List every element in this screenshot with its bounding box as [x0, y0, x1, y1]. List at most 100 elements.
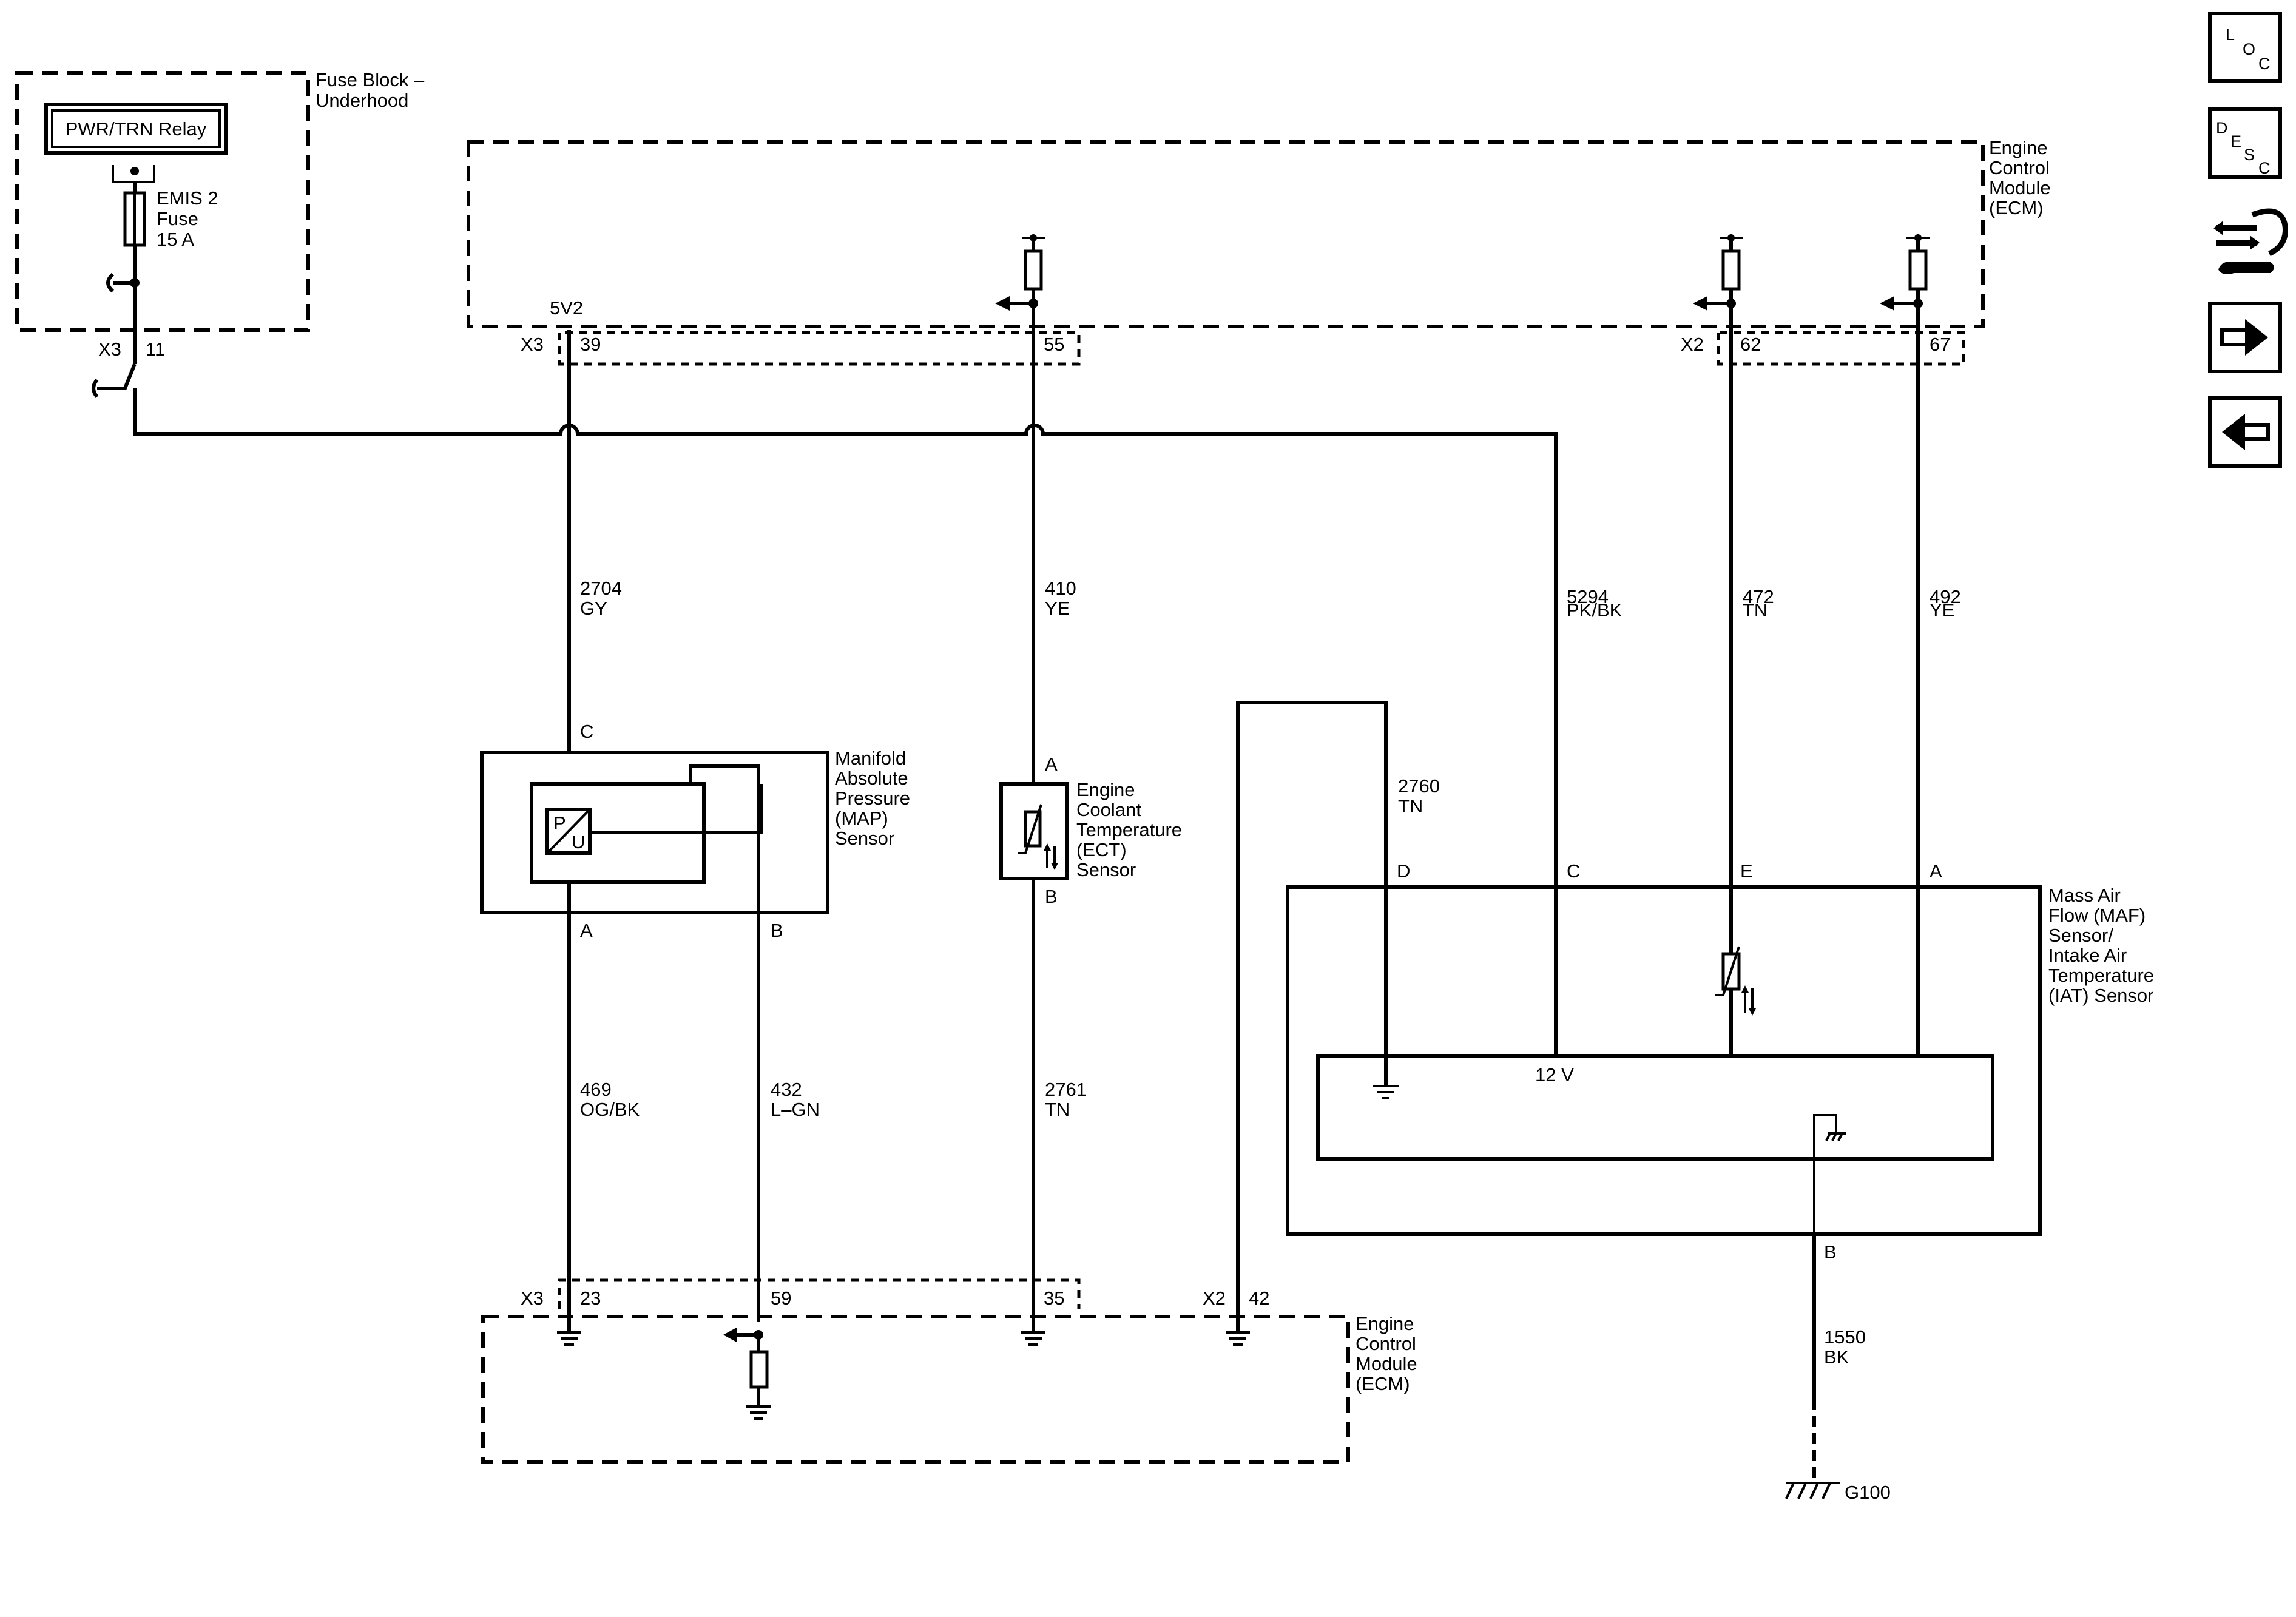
maf-pin-e: E — [1740, 860, 1753, 882]
emis2-fuse: EMIS 2 Fuse 15 A — [112, 165, 218, 283]
wire-410-circuit: 410 — [1045, 578, 1076, 599]
ecm-pullup-62 — [1693, 234, 1743, 311]
map-pin-a: A — [580, 920, 593, 941]
ecm-bottom-pin-42: 42 — [1249, 1288, 1269, 1309]
feed-wire — [133, 388, 1558, 1056]
map-name-5: Sensor — [835, 828, 894, 849]
ecm-top-pin-62: 62 — [1740, 334, 1761, 355]
arrow-left-icon — [2222, 414, 2270, 450]
wire-2761-circuit: 2761 — [1045, 1079, 1087, 1100]
ect-name-1: Engine — [1076, 779, 1135, 800]
loc-o: O — [2243, 40, 2255, 58]
loc-l: L — [2226, 25, 2235, 44]
wire-469-circuit: 469 — [580, 1079, 612, 1100]
ect-name-5: Sensor — [1076, 859, 1136, 880]
fuse-connector-label: X3 — [98, 339, 121, 360]
ect-name-2: Coolant — [1076, 799, 1141, 820]
wire-5294-color: PK/BK — [1567, 599, 1622, 621]
ecm-top-title-3: Module — [1989, 177, 2051, 198]
loc-button[interactable]: L O C — [2208, 12, 2282, 83]
wire-2760-color: TN — [1398, 795, 1423, 817]
relay-label: PWR/TRN Relay — [66, 118, 207, 140]
ecm-pullup-67 — [1880, 234, 1930, 311]
ecm-bottom-title-3: Module — [1356, 1353, 1417, 1374]
maf-name-1: Mass Air — [2048, 885, 2121, 906]
ecm-bottom-title-1: Engine — [1356, 1313, 1414, 1334]
map-name-2: Absolute — [835, 768, 908, 789]
wire-2704-color: GY — [580, 598, 607, 619]
ect-thermistor-symbol — [1018, 804, 1058, 870]
ecm-bottom-title-2: Control — [1356, 1333, 1416, 1354]
arrow-right-icon — [2220, 319, 2268, 356]
next-page-button[interactable] — [2208, 302, 2282, 373]
fuse-name: EMIS 2 — [157, 187, 218, 209]
ecm-top-pin-67: 67 — [1930, 334, 1950, 355]
wire-472-color: TN — [1743, 599, 1768, 621]
maf-name-4: Intake Air — [2048, 945, 2127, 966]
previous-page-button[interactable] — [2208, 396, 2282, 468]
map-symbol-p: P — [553, 812, 566, 834]
ecm-ground-35-icon — [1021, 1322, 1045, 1346]
fuse-block-subtitle: Underhood — [316, 90, 408, 111]
connector-view-button[interactable] — [2213, 208, 2288, 274]
ecm-bottom-pin-23: 23 — [580, 1288, 601, 1309]
ecm-top-title-4: (ECM) — [1989, 197, 2044, 218]
ect-name-3: Temperature — [1076, 819, 1182, 840]
wire-492-circuit: 492 — [1930, 586, 1961, 607]
fuse-pin-label: 11 — [146, 339, 165, 360]
map-pin-b: B — [771, 920, 783, 941]
wire-469-color: OG/BK — [580, 1099, 640, 1120]
desc-e: E — [2230, 132, 2241, 150]
ecm-pulldown-59 — [723, 1328, 771, 1420]
ecm-top-connector-x2: X2 — [1681, 334, 1704, 355]
ecm-bottom-pin-59: 59 — [771, 1288, 791, 1309]
ect-name-4: (ECT) — [1076, 839, 1127, 860]
loc-c: C — [2258, 55, 2271, 73]
desc-button[interactable]: D E S C — [2208, 107, 2282, 179]
wire-1550-color: BK — [1824, 1346, 1849, 1368]
ect-pin-b: B — [1045, 886, 1058, 907]
maf-pin-a: A — [1930, 860, 1942, 882]
wire-5294-circuit: 5294 — [1567, 586, 1609, 607]
pwr-trn-relay: PWR/TRN Relay — [44, 103, 228, 155]
desc-d: D — [2216, 119, 2228, 137]
g100-ground-icon — [1785, 1482, 1840, 1499]
wire-2760-circuit: 2760 — [1398, 775, 1440, 797]
desc-c: C — [2258, 159, 2271, 177]
ect-pin-a: A — [1045, 754, 1058, 775]
maf-pin-d: D — [1397, 860, 1410, 882]
wire-410-color: YE — [1045, 598, 1070, 619]
maf-name-5: Temperature — [2048, 965, 2154, 986]
map-sensor: P U C A B Manifold Absolute Pressure (MA… — [480, 721, 910, 1322]
wire-432-circuit: 432 — [771, 1079, 802, 1100]
fuse-block-underhood: Fuse Block – Underhood PWR/TRN Relay EMI… — [15, 69, 425, 398]
ecm-top-5v2: 5V2 — [550, 297, 583, 319]
wire-2704-circuit: 2704 — [580, 578, 622, 599]
maf-name-2: Flow (MAF) — [2048, 905, 2146, 926]
map-name-3: Pressure — [835, 788, 910, 809]
maf-pin-b: B — [1824, 1241, 1837, 1263]
maf-chassis-ground-icon — [1813, 1114, 1846, 1234]
wire-432-color: L–GN — [771, 1099, 820, 1120]
map-pu-symbol: P U — [545, 808, 592, 855]
ect-sensor: A B Engine Coolant Temperature (ECT) Sen… — [999, 754, 1182, 907]
ecm-top-pin-55: 55 — [1044, 334, 1064, 355]
maf-iat-sensor: D C E A B 12 V Mass Air Flow (MAF) Senso… — [1286, 860, 2154, 1263]
fuse-rating: 15 A — [157, 229, 194, 250]
wire-1550-circuit: 1550 — [1824, 1326, 1866, 1348]
iat-thermistor-symbol — [1715, 946, 1756, 1016]
ecm-ground-23-icon — [557, 1322, 581, 1346]
fuse-block-title: Fuse Block – — [316, 69, 425, 90]
map-symbol-u: U — [572, 831, 585, 852]
ecm-top-pin-39: 39 — [580, 334, 601, 355]
maf-internal-ground-icon — [1373, 1085, 1399, 1099]
wire-492-color: YE — [1930, 599, 1954, 621]
ecm-top: Engine Control Module (ECM) 5V2 X3 39 55… — [467, 137, 2051, 366]
wire-2761-color: TN — [1045, 1099, 1070, 1120]
maf-name-6: (IAT) Sensor — [2048, 985, 2153, 1006]
ecm-bottom-pin-35: 35 — [1044, 1288, 1064, 1309]
map-name-4: (MAP) — [835, 808, 888, 829]
ecm-ground-42-icon — [1226, 1322, 1250, 1346]
ecm-bottom-title-4: (ECM) — [1356, 1373, 1410, 1394]
